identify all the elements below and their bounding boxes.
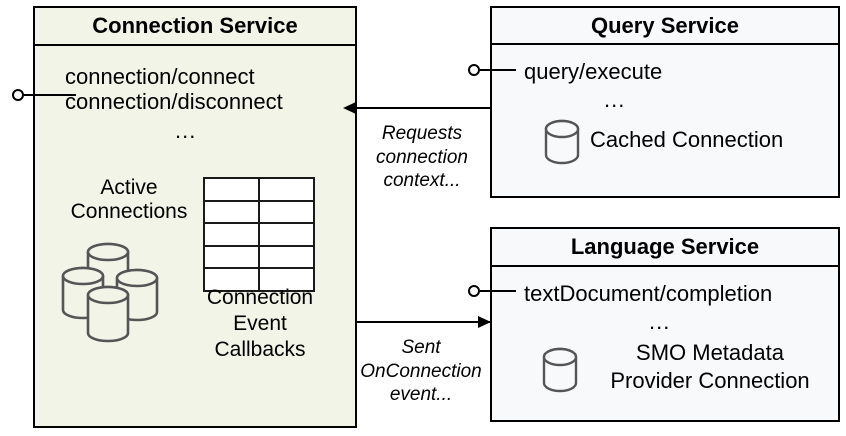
query-service-title: Query Service — [492, 8, 838, 45]
interface-ball-icon — [468, 285, 480, 297]
table-row — [203, 222, 315, 247]
smo-metadata-label-line2: Provider Connection — [610, 368, 810, 393]
edge-label-line1: Requests — [381, 123, 463, 144]
query-service-api-ellipsis: ... — [604, 87, 626, 112]
query-service-api-execute: query/execute — [524, 59, 663, 84]
edge-query-to-connection-arrowhead — [343, 102, 356, 114]
connection-event-callbacks-label-line2: Event — [233, 312, 287, 335]
table-row — [203, 177, 315, 202]
connection-service-api-connect: connection/connect — [65, 64, 255, 89]
smo-metadata-label-line1: SMO Metadata — [636, 340, 784, 365]
connection-service-title: Connection Service — [35, 8, 355, 46]
edge-query-to-connection-label: Requests connection context... — [358, 122, 486, 193]
connection-event-callbacks-label-line1: Connection — [206, 286, 314, 309]
connection-service-component[interactable]: Connection Service connection/connect co… — [33, 6, 357, 428]
language-service-api-ellipsis: ... — [649, 309, 671, 334]
cached-connection-label: Cached Connection — [590, 127, 784, 152]
interface-stem — [24, 94, 76, 96]
query-service-component[interactable]: Query Service query/execute ... Cached C… — [490, 6, 840, 198]
table-row — [203, 244, 315, 270]
connection-service-api-ellipsis: ... — [175, 118, 197, 143]
edge-label-line2: OnConnection — [360, 360, 482, 382]
language-service-api-completion: textDocument/completion — [524, 281, 773, 306]
edge-label-line3: event... — [389, 384, 453, 406]
active-connections-cylinder-cluster-icon — [55, 238, 205, 348]
interface-ball-icon — [12, 89, 24, 101]
connection-event-callbacks-label-line3: Callbacks — [214, 338, 306, 361]
edge-connection-to-language-arrowhead — [478, 316, 491, 328]
edge-query-to-connection-line — [355, 107, 492, 109]
edge-connection-to-language-line — [355, 321, 490, 323]
connection-event-callbacks-table — [203, 177, 315, 292]
edge-label-line1: Sent — [401, 337, 441, 358]
active-connections-label-line1: Active — [100, 176, 158, 199]
connection-service-api-disconnect: connection/disconnect — [65, 89, 283, 114]
cached-connection-cylinder-icon — [542, 118, 582, 171]
edge-label-line3: context... — [383, 170, 461, 192]
language-service-title: Language Service — [492, 229, 838, 267]
interface-stem — [480, 69, 516, 71]
interface-stem — [480, 290, 516, 292]
interface-ball-icon — [468, 64, 480, 76]
table-row — [203, 199, 315, 225]
edge-label-line2: connection — [376, 146, 468, 168]
active-connections-label-line2: Connections — [70, 200, 188, 223]
smo-metadata-provider-cylinder-icon — [540, 346, 580, 399]
edge-connection-to-language-label: Sent OnConnection event... — [352, 336, 490, 407]
language-service-component[interactable]: Language Service textDocument/completion… — [490, 227, 840, 422]
table-row — [203, 267, 315, 292]
